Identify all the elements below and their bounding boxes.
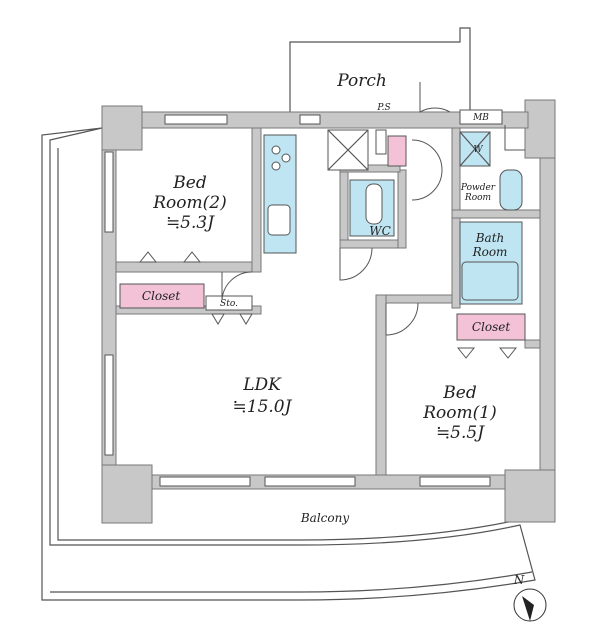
ps-shaft bbox=[375, 129, 387, 155]
closet-right-doors bbox=[456, 347, 518, 359]
bed1-label-2: Room(1) bbox=[422, 403, 496, 423]
bed2-size: ≒5.3J bbox=[166, 213, 215, 233]
mb-label: MB bbox=[472, 113, 489, 123]
closet-left-doors bbox=[138, 251, 202, 263]
porch-outline bbox=[289, 27, 471, 112]
window-north-kitchen bbox=[299, 114, 321, 125]
window-south-ldk-2 bbox=[264, 476, 356, 487]
wall-bed1-west bbox=[375, 294, 387, 476]
bed1-label-1: Bed bbox=[442, 383, 477, 403]
wall-corner-ne bbox=[524, 99, 556, 159]
wall-corner-sw bbox=[101, 464, 153, 524]
closet-left-label: Closet bbox=[142, 289, 181, 303]
door-wc bbox=[339, 247, 373, 281]
door-entry bbox=[419, 82, 451, 113]
wall-east bbox=[539, 157, 556, 471]
wall-wc-south bbox=[339, 239, 401, 249]
wall-bed2-east bbox=[251, 127, 262, 273]
wall-bed1-north bbox=[385, 294, 457, 304]
ldk-label: LDK bbox=[242, 375, 282, 395]
north-compass-icon: N bbox=[513, 573, 547, 622]
wc-label: WC bbox=[369, 224, 391, 238]
wall-wc-west bbox=[339, 169, 349, 246]
compass-n-label: N bbox=[513, 573, 525, 587]
wall-north bbox=[141, 111, 529, 129]
mb-box bbox=[459, 109, 503, 125]
wall-powder-bath-divider bbox=[451, 209, 541, 219]
wall-corner-nw bbox=[101, 105, 143, 151]
window-south-bed1 bbox=[419, 476, 491, 487]
balcony-lower-rail bbox=[50, 571, 533, 593]
door-hall bbox=[411, 139, 443, 201]
washer-label: W bbox=[473, 145, 483, 155]
wall-bed2-south bbox=[115, 261, 262, 273]
closet-left bbox=[119, 283, 205, 309]
shoe-closet bbox=[387, 135, 407, 167]
bath-label-1: Bath bbox=[475, 231, 505, 245]
balcony-outline bbox=[41, 127, 536, 601]
door-bed1 bbox=[385, 302, 419, 336]
stove-burner-icon bbox=[281, 153, 291, 163]
bath-label-2: Room bbox=[472, 245, 508, 259]
bathtub-icon bbox=[461, 261, 519, 301]
fridge-cross-icon bbox=[327, 129, 369, 171]
washer-cross-icon bbox=[459, 131, 491, 167]
closet-right-label: Closet bbox=[472, 320, 511, 334]
bed2-label-2: Room(2) bbox=[152, 193, 226, 213]
window-west-bed2 bbox=[104, 151, 114, 233]
stove-burner-icon bbox=[271, 161, 281, 171]
wall-corner-se bbox=[504, 469, 556, 523]
balcony-inner-rail bbox=[57, 148, 519, 541]
door-bed2 bbox=[221, 271, 253, 301]
sink-icon bbox=[267, 204, 291, 236]
storage-doors bbox=[211, 313, 253, 325]
bed2-label-1: Bed bbox=[172, 173, 207, 193]
wall-wc-east bbox=[397, 169, 407, 249]
closet-right bbox=[456, 313, 526, 341]
ps-label: P.S bbox=[376, 103, 390, 113]
storage bbox=[205, 295, 253, 311]
window-north-bed2 bbox=[164, 114, 228, 125]
storage-label: Sto. bbox=[220, 299, 238, 309]
window-south-ldk-1 bbox=[159, 476, 251, 487]
powder-label-1: Powder bbox=[460, 183, 496, 193]
wall-closet-right-end bbox=[524, 339, 541, 349]
balcony-label: Balcony bbox=[300, 511, 349, 525]
basin-icon bbox=[499, 169, 523, 211]
door-mb bbox=[504, 125, 525, 151]
powder-label-2: Room bbox=[464, 193, 491, 203]
bed1-size: ≒5.5J bbox=[436, 423, 485, 443]
window-west-ldk bbox=[104, 354, 114, 456]
ldk-size: ≒15.0J bbox=[233, 397, 293, 417]
stove-burner-icon bbox=[271, 145, 281, 155]
toilet-icon bbox=[365, 183, 383, 225]
porch-label: Porch bbox=[336, 71, 387, 91]
